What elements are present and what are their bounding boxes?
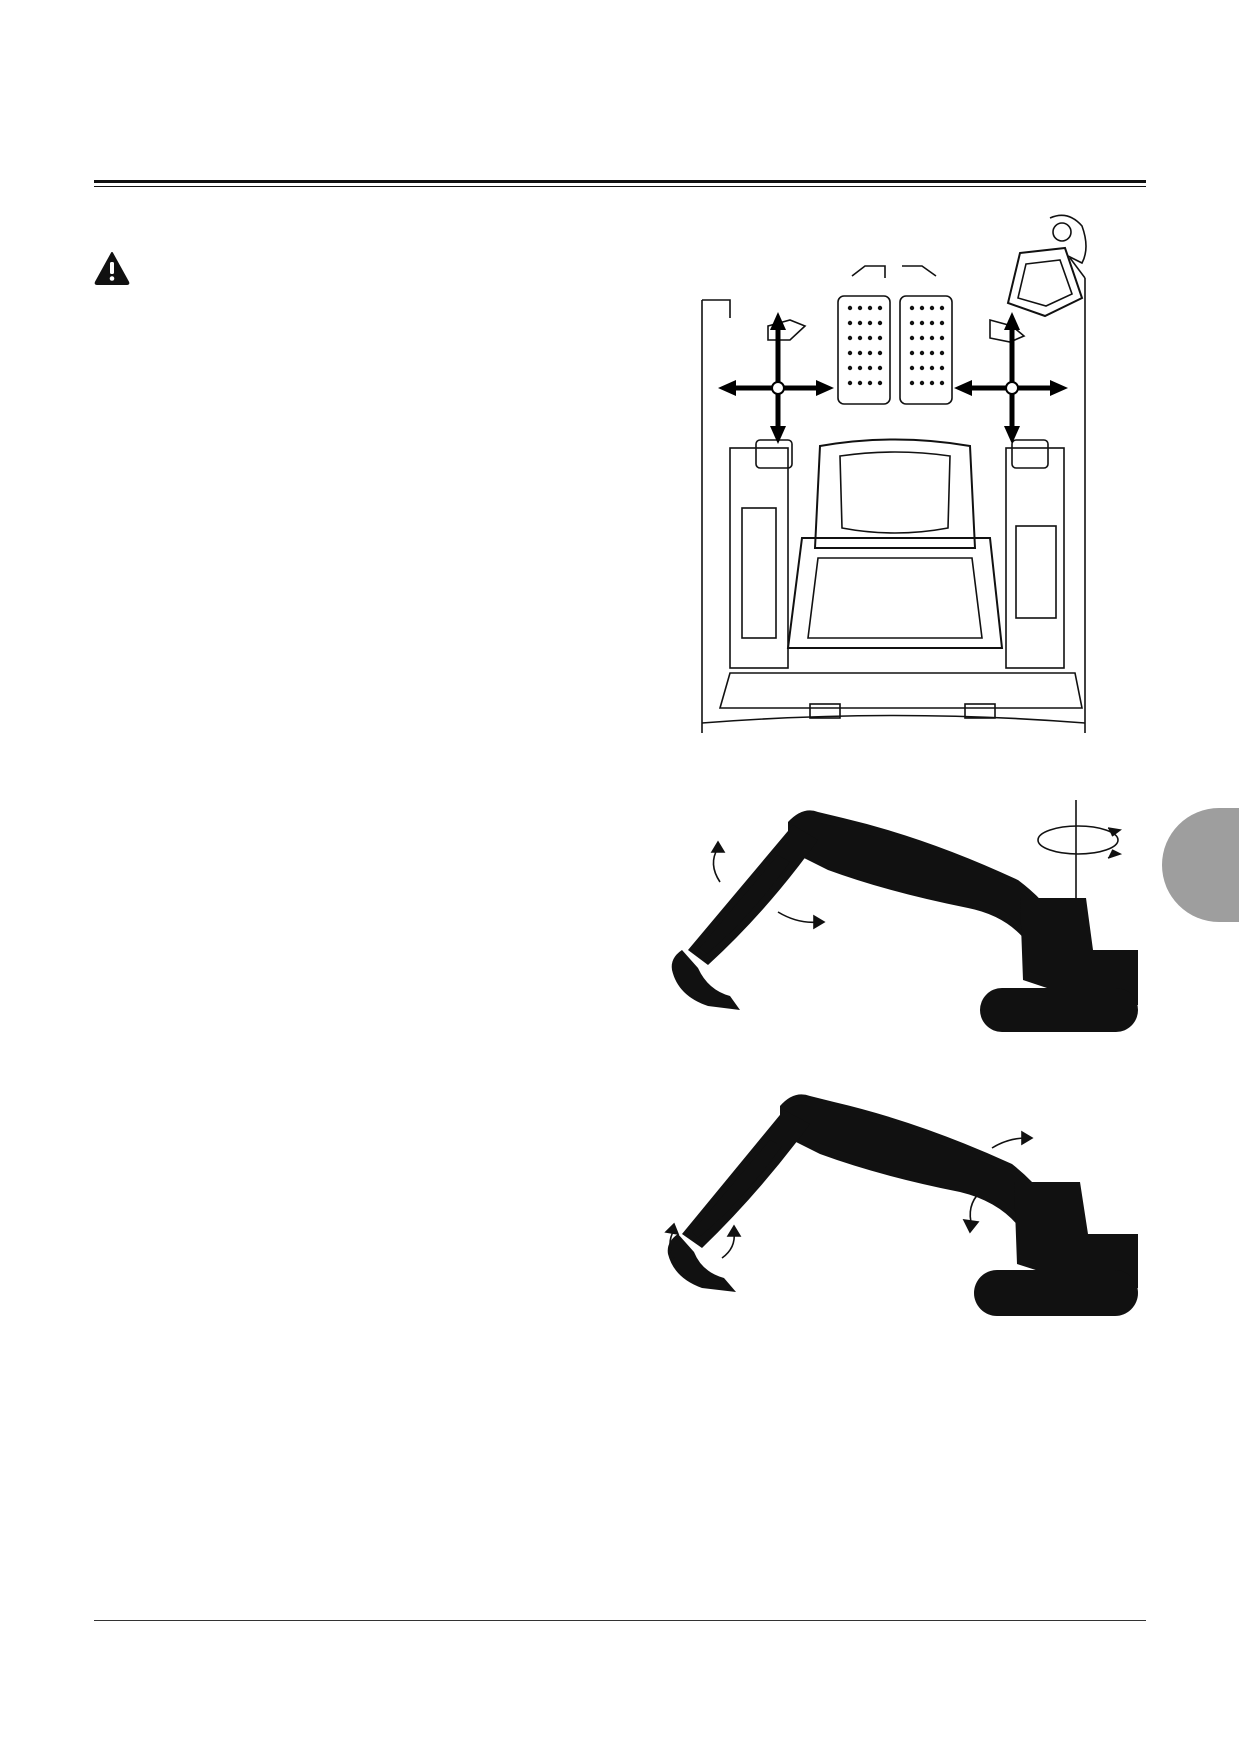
warning-triangle-icon xyxy=(94,251,130,285)
excavator-swing-boom-illustration xyxy=(668,800,1138,1032)
cab-controls-illustration xyxy=(690,208,1112,738)
header-rule xyxy=(94,180,1146,187)
excavator-arm-bucket-illustration xyxy=(652,1088,1138,1326)
footer-rule xyxy=(94,1620,1146,1621)
header-rule-thin xyxy=(94,186,1146,187)
section-tab xyxy=(1162,808,1239,922)
header-rule-thick xyxy=(94,180,1146,183)
